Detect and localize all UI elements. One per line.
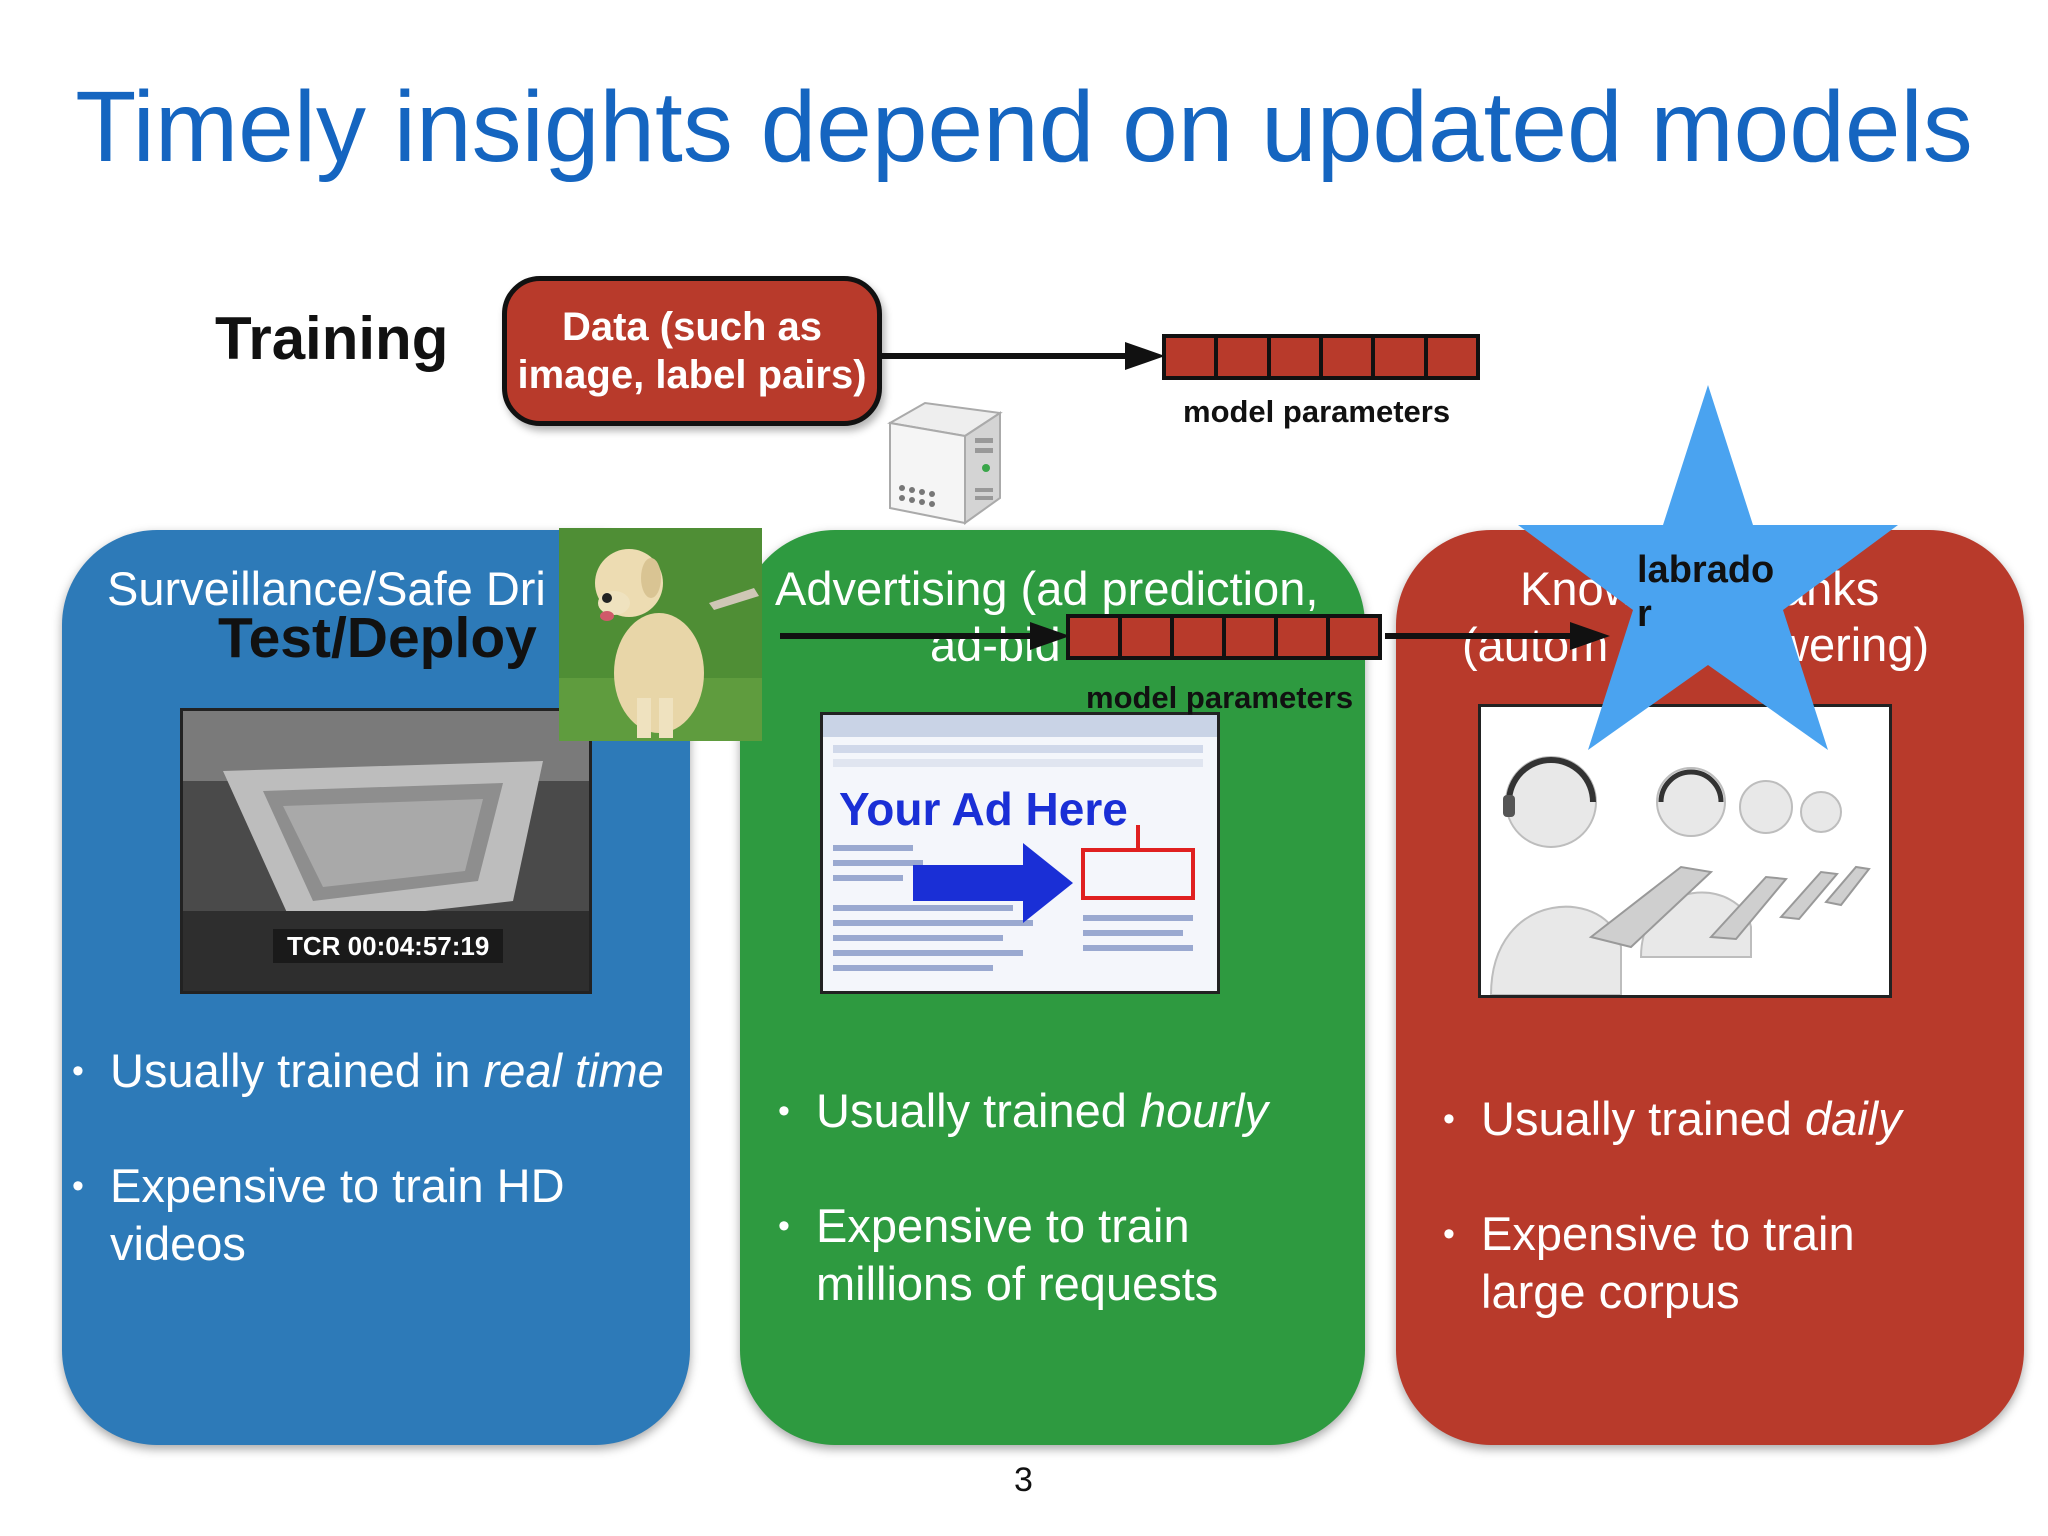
page-number: 3 (1014, 1461, 1033, 1499)
deploy-model-parameters-label: model parameters (1086, 680, 1354, 715)
param-cell (1118, 614, 1174, 660)
panel-knowledge-bullet-2: •Expensive to train large corpus (1443, 1207, 1855, 1318)
panel-advertising-bullet-1: •Usually trained hourly (778, 1084, 1268, 1137)
param-cell (1266, 334, 1323, 380)
param-cell (1066, 614, 1122, 660)
deploy-model-parameters (1066, 614, 1382, 660)
training-label: Training (215, 305, 449, 372)
deploy-arrow-out (1385, 622, 1610, 650)
call-center-photo (1478, 704, 1892, 998)
panel-advertising-bullet-2: •Expensive to train millions of requests (778, 1199, 1219, 1310)
param-cell (1326, 614, 1382, 660)
param-cell (1423, 334, 1480, 380)
panel-knowledge-bullet-1: •Usually trained daily (1443, 1092, 1902, 1145)
ad-headline: Your Ad Here (839, 783, 1128, 835)
panel-knowledge-title-right2: wering) (1775, 618, 1930, 671)
panel-advertising-title-line1: Advertising (ad prediction, (775, 562, 1319, 615)
slide-title: Timely insights depend on updated models (75, 71, 1973, 183)
panel-surveillance-bullet-1: •Usually trained in real time (72, 1044, 664, 1097)
param-cell (1214, 334, 1271, 380)
data-box: Data (such as image, label pairs) (502, 276, 882, 426)
param-cell (1371, 334, 1428, 380)
param-cell (1222, 614, 1278, 660)
star-shape (1518, 385, 1898, 750)
ad-screenshot: Your Ad Here (820, 712, 1220, 994)
training-model-parameters-label: model parameters (1183, 394, 1451, 429)
training-arrow (880, 342, 1165, 370)
surveillance-timecode: TCR 00:04:57:19 (287, 931, 489, 961)
surveillance-photo: TCR 00:04:57:19 (180, 708, 592, 994)
panel-surveillance-title: Surveillance/Safe Dri (107, 562, 546, 615)
prediction-label: labrador (1637, 549, 1775, 635)
training-model-parameters (1162, 334, 1480, 380)
param-cell (1274, 614, 1330, 660)
test-deploy-label: Test/Deploy (218, 606, 537, 670)
param-cell (1318, 334, 1376, 380)
deploy-arrow-in (780, 622, 1070, 650)
param-cell (1170, 614, 1226, 660)
server-icon (887, 401, 1003, 525)
param-cell (1162, 334, 1219, 380)
dog-photo (559, 528, 762, 741)
panel-surveillance-bullet-2: •Expensive to train HD videos (72, 1159, 565, 1270)
